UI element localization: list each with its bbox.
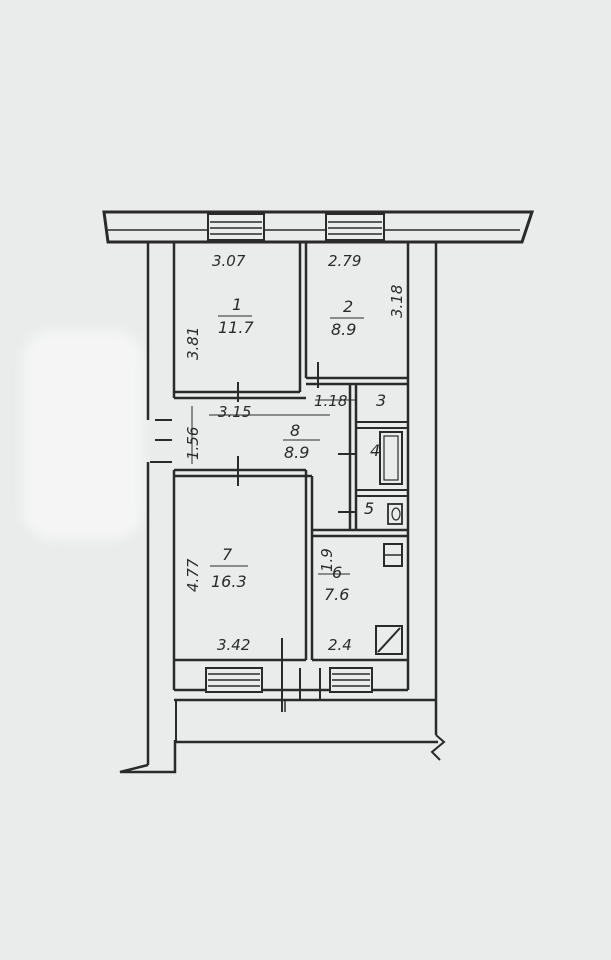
room-1-number: 1 [232,295,242,314]
hall-height-label: 1.56 [184,427,202,460]
room-6-area: 7.6 [324,585,349,604]
kitchen-width-label: 2.4 [328,636,352,654]
room-1-area: 11.7 [218,318,254,337]
room1-height-label: 3.81 [184,327,202,360]
bathtub-icon [379,431,403,485]
room-2-number: 2 [343,297,353,316]
window-room-1 [207,213,265,241]
room-6-number: 6 [332,563,342,582]
room-4-number: 4 [370,441,380,460]
top-outer-wall [102,210,535,244]
room-7-number: 7 [222,545,233,564]
room-8-number: 8 [290,421,300,440]
kitchen-height-label: 1.9 [318,548,336,572]
left-outer-wall [119,242,177,774]
right-outer-wall [406,242,446,761]
room-2-area: 8.9 [331,320,356,339]
toilet-icon [387,503,403,525]
window-kitchen [329,667,373,693]
window-room-2 [325,213,385,241]
room7-height-label: 4.77 [184,558,202,592]
window-room-7 [205,667,263,693]
room-7-area: 16.3 [211,572,247,591]
interior-walls [174,242,408,712]
hall-width-label: 3.15 [218,403,251,421]
room2-height-label: 3.18 [388,285,406,318]
balcony-door [284,668,321,712]
sink-icon [383,543,403,567]
stove-icon [375,625,403,655]
room1-width-label: 3.07 [212,252,246,270]
room-3-number: 3 [376,391,386,410]
bottom-outer-wall [174,688,438,744]
room7-width-label: 3.42 [217,636,250,654]
dimension-lines [191,315,364,575]
redacted-area [22,330,144,540]
bath-width-label: 1.18 [314,392,347,410]
room-5-number: 5 [364,499,374,518]
room-8-area: 8.9 [284,443,309,462]
room2-width-label: 2.79 [328,252,361,270]
